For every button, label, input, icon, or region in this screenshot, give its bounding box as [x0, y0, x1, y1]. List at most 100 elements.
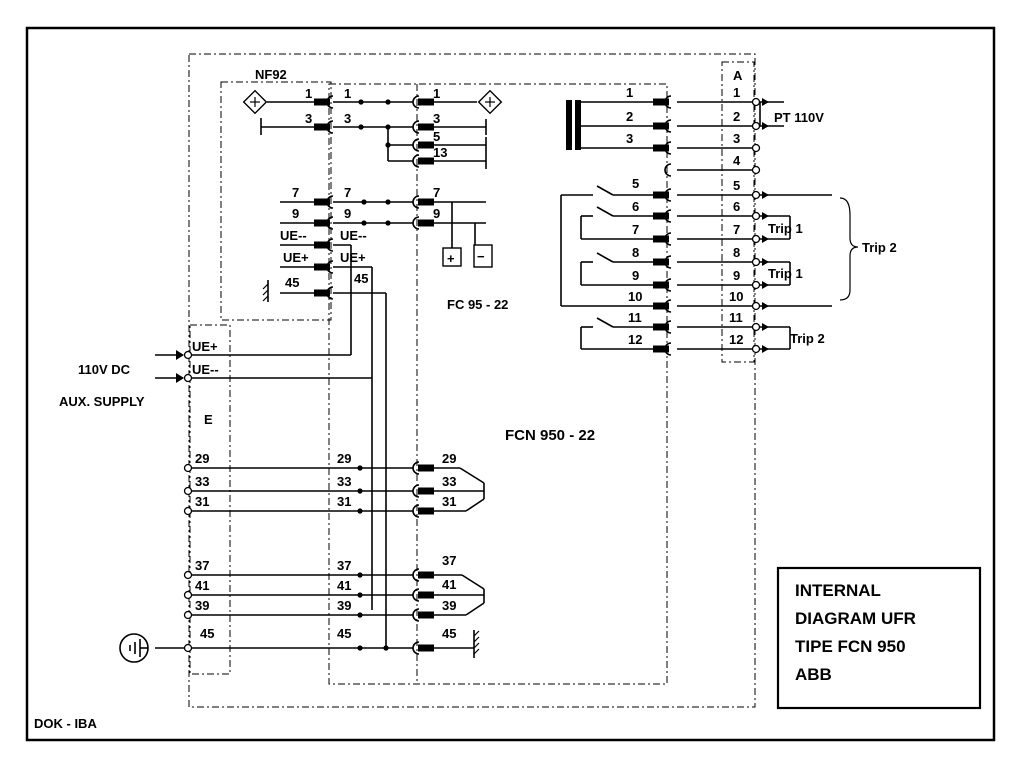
rear-pin-12: 12 — [628, 332, 642, 347]
a-10: 10 — [729, 289, 743, 304]
fc95-pin-3: 3 — [433, 111, 440, 126]
a-5: 5 — [733, 178, 740, 193]
terminal-a-column — [677, 97, 859, 354]
fc95-pin-9: 9 — [433, 206, 440, 221]
a-9: 9 — [733, 268, 740, 283]
trip2-bracket-label: Trip 2 — [862, 240, 897, 255]
e-term-41: 41 — [195, 578, 209, 593]
relay-contacts — [560, 185, 653, 350]
rear-pin-9: 9 — [632, 268, 639, 283]
nf92-out-ue-minus: UE-- — [340, 228, 367, 243]
fc95-pin-1: 1 — [433, 86, 440, 101]
terminal-a-label: A — [733, 68, 743, 83]
fc95-pin-13: 13 — [433, 145, 447, 160]
rear-pin-3: 3 — [626, 131, 633, 146]
e-ue-plus: UE+ — [192, 339, 218, 354]
ue-minus-arrow — [155, 373, 193, 383]
e-term-29: 29 — [195, 451, 209, 466]
svg-text:+: + — [447, 251, 455, 266]
aux-supply-label: AUX. SUPPLY — [59, 394, 145, 409]
rear-pin-6: 6 — [632, 199, 639, 214]
pt-transformer-icon — [566, 100, 655, 150]
nf92-pin-3: 3 — [305, 111, 312, 126]
pin-37: 37 — [442, 553, 456, 568]
nf92-out-9: 9 — [344, 206, 351, 221]
fc95-pin-5: 5 — [433, 129, 440, 144]
pin-31: 31 — [442, 494, 456, 509]
nf92-out-45: 45 — [354, 271, 368, 286]
pin-39: 39 — [442, 598, 456, 613]
supply-voltage-label: 110V DC — [78, 362, 131, 377]
nf92-label: NF92 — [255, 67, 287, 82]
nf92-pin-ue-plus: UE+ — [283, 250, 309, 265]
a-1: 1 — [733, 85, 740, 100]
trip2-contact-label: Trip 2 — [790, 331, 825, 346]
fcn950-boundary — [188, 53, 756, 708]
a-7: 7 — [733, 222, 740, 237]
mid-39: 39 — [337, 598, 351, 613]
pin-33: 33 — [442, 474, 456, 489]
rear-connector — [653, 95, 672, 356]
fc95-label: FC 95 - 22 — [447, 297, 508, 312]
rear-pin-1: 1 — [626, 85, 633, 100]
mid-45: 45 — [337, 626, 351, 641]
doc-ref: DOK - IBA — [34, 716, 97, 731]
rear-pin-8: 8 — [632, 245, 639, 260]
title-line-4: ABB — [795, 665, 832, 684]
mid-29: 29 — [337, 451, 351, 466]
trip1-label-a: Trip 1 — [768, 221, 803, 236]
fc95-pin-7: 7 — [433, 185, 440, 200]
nf92-out-3: 3 — [344, 111, 351, 126]
rear-pin-7: 7 — [632, 222, 639, 237]
e-term-39: 39 — [195, 598, 209, 613]
rear-pin-2: 2 — [626, 109, 633, 124]
mid-41: 41 — [337, 578, 351, 593]
a-2: 2 — [733, 109, 740, 124]
dc-minus-terminal: − — [473, 244, 493, 268]
e-term-45: 45 — [200, 626, 214, 641]
pt-110v-label: PT 110V — [774, 110, 824, 125]
fcn950-label: FCN 950 - 22 — [505, 427, 595, 444]
e-ue-minus: UE-- — [192, 362, 219, 377]
a-4: 4 — [733, 153, 741, 168]
nf92-pin-ue-minus: UE-- — [280, 228, 307, 243]
e-term-37: 37 — [195, 558, 209, 573]
frame-ground-icon — [262, 280, 269, 302]
pin-29: 29 — [442, 451, 456, 466]
terminal-a-boundary — [721, 61, 755, 363]
title-block — [776, 566, 982, 710]
rear-pin-11: 11 — [628, 310, 642, 325]
terminal-e-label: E — [204, 412, 213, 427]
mid-37: 37 — [337, 558, 351, 573]
mid-31: 31 — [337, 494, 351, 509]
mid-33: 33 — [337, 474, 351, 489]
nf92-filter-symbol-left — [242, 89, 268, 115]
pin-41: 41 — [442, 577, 456, 592]
lower-rows — [155, 461, 485, 658]
a-8: 8 — [733, 245, 740, 260]
rear-pin-10: 10 — [628, 289, 642, 304]
a-12: 12 — [729, 332, 743, 347]
rear-pin-5: 5 — [632, 176, 639, 191]
nf92-pin-1: 1 — [305, 86, 312, 101]
dc-plus-terminal: + — [442, 247, 462, 267]
a-11: 11 — [729, 310, 743, 325]
earth-icon — [119, 633, 149, 663]
ue-plus-arrow — [155, 350, 193, 360]
nf92-out-ue-plus: UE+ — [340, 250, 366, 265]
trip1-label-b: Trip 1 — [768, 266, 803, 281]
fc95-boundary — [328, 83, 668, 685]
drawing-border — [25, 26, 996, 742]
nf92-out-7: 7 — [344, 185, 351, 200]
svg-text:−: − — [477, 249, 485, 264]
pin-45: 45 — [442, 626, 456, 641]
terminal-e-boundary — [189, 324, 231, 675]
a-6: 6 — [733, 199, 740, 214]
nf92-pin-45: 45 — [285, 275, 299, 290]
fc95-filter-symbol-right — [477, 89, 503, 115]
nf92-boundary — [220, 81, 332, 321]
e-term-31: 31 — [195, 494, 209, 509]
title-line-3: TIPE FCN 950 — [795, 637, 906, 656]
e-term-33: 33 — [195, 474, 209, 489]
